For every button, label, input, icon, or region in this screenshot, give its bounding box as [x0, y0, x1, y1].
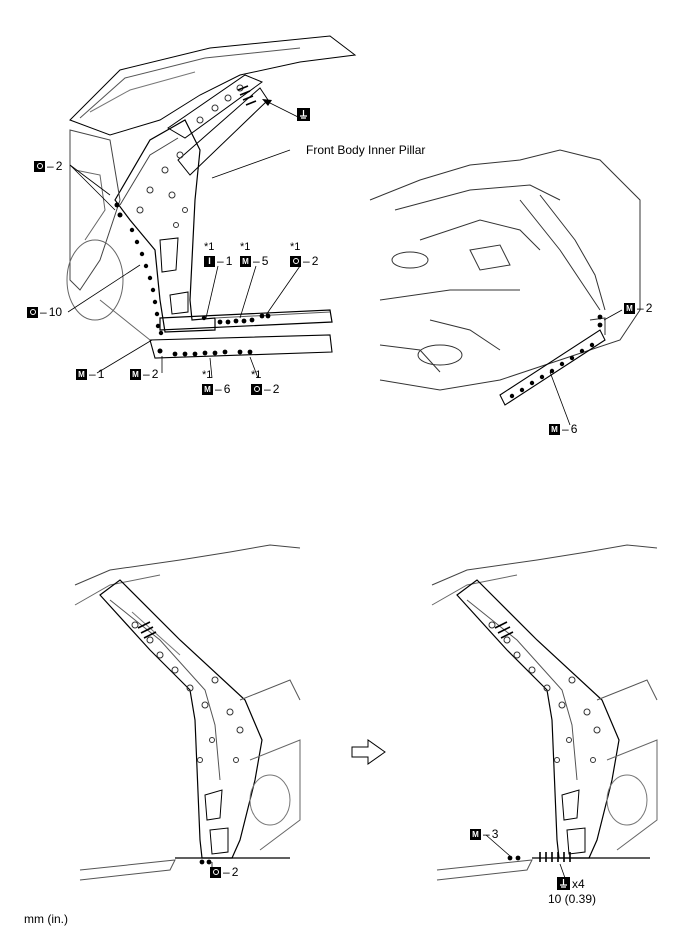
top-right-floor-view [369, 149, 641, 406]
leader-lines-top-left [67, 101, 301, 379]
top-left-slot-weld-callout [297, 108, 310, 121]
slot-welds-bottom-left [137, 621, 157, 639]
callout-m-3: – 3 [470, 828, 498, 840]
mig-plug-weld-symbol-icon [130, 368, 141, 380]
slot-weld-symbol-icon [557, 877, 570, 890]
i-weld-symbol-icon [204, 255, 215, 267]
slot-weld-multiplier: x4 [572, 876, 585, 891]
note-marker: *1 [240, 241, 251, 253]
mig-plug-weld-symbol-icon [549, 423, 560, 435]
note-marker: *1 [251, 369, 262, 381]
bottom-right-pillar-view [431, 544, 658, 881]
mig-plug-weld-symbol-icon [240, 255, 251, 267]
slot-welds-bottom-right [494, 621, 571, 862]
callout-m-2: – 2 [130, 368, 158, 380]
note-marker: *1 [290, 241, 301, 253]
callout-o-2-bottom: – 2 [210, 866, 238, 878]
spot-weld-symbol-icon [210, 866, 221, 878]
spot-weld-symbol-icon [251, 383, 262, 395]
mig-plug-weld-symbol-icon [470, 828, 481, 840]
unit-note: mm (in.) [24, 912, 68, 926]
callout-o-2-upper-right: – 2 [290, 255, 318, 267]
spot-weld-symbol-icon [34, 160, 45, 172]
leader-lines-bottom-right [485, 834, 566, 879]
weld-points-top-right [509, 314, 603, 399]
callout-o-2-upper-left: – 2 [34, 160, 62, 172]
mig-plug-weld-symbol-icon [202, 383, 213, 395]
front-body-inner-pillar-label: Front Body Inner Pillar [306, 143, 426, 157]
spot-weld-symbol-icon [290, 255, 301, 267]
mig-plug-weld-symbol-icon [76, 368, 87, 380]
right-arrow-icon [351, 739, 386, 765]
callout-m-6-right: – 6 [549, 423, 577, 435]
weld-points-top-left [114, 202, 271, 357]
callout-m-1: – 1 [76, 368, 104, 380]
slot-weld-spacing: 10 (0.39) [548, 892, 597, 906]
slot-weld-symbol-icon [297, 108, 310, 121]
mig-plug-weld-symbol-icon [624, 302, 635, 314]
callout-m-6: – 6 [202, 383, 230, 395]
callout-o-10: – 10 [27, 306, 62, 318]
weld-points-bottom-right [507, 855, 521, 861]
weld-points-bottom-left [199, 859, 212, 865]
spot-weld-symbol-icon [27, 306, 38, 318]
callout-m-2-right: – 2 [624, 302, 652, 314]
callout-o-2-lower: – 2 [251, 383, 279, 395]
slot-weld-count-callout: x4 [557, 877, 585, 890]
leader-lines-top-right [549, 309, 623, 426]
top-left-pillar-view [66, 35, 357, 359]
slot-welds-top-left [237, 85, 257, 106]
callout-i-1: – 1 [204, 255, 232, 267]
callout-m-5: – 5 [240, 255, 268, 267]
bottom-left-pillar-view [74, 544, 301, 881]
note-marker: *1 [204, 241, 215, 253]
note-marker: *1 [202, 369, 213, 381]
